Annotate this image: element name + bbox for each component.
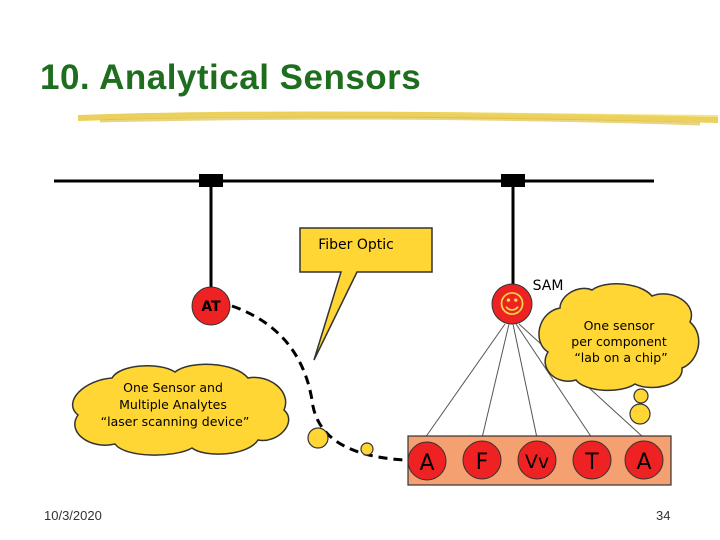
- at-label: AT: [201, 299, 221, 315]
- smiley-icon: ☺: [498, 290, 525, 320]
- slide-date: 10/3/2020: [44, 508, 102, 523]
- svg-text:One Sensor and Multiple: One Sensor and Multiple Analytes “laser …: [101, 380, 250, 429]
- chip-cell-f: F: [462, 440, 502, 480]
- left-cloud-line-1: One Sensor and: [123, 380, 223, 395]
- chip-strip: A F Vv T A: [407, 435, 672, 486]
- left-thought-cloud: One Sensor and Multiple Analytes “laser …: [71, 363, 290, 456]
- svg-text:A: A: [419, 451, 434, 476]
- svg-text:Vv: Vv: [525, 451, 549, 473]
- pipe-tap-right: [501, 174, 525, 187]
- at-sensor: AT: [191, 286, 231, 326]
- right-cloud-line-3: “lab on a chip”: [574, 350, 667, 365]
- sam-sensor: ☺ SAM: [491, 278, 564, 325]
- chip-cell-vv: Vv: [517, 440, 557, 480]
- right-cloud-line-2: per component: [571, 334, 667, 349]
- right-cloud-line-1: One sensor: [584, 318, 656, 333]
- chip-cell-a1: A: [407, 441, 447, 481]
- svg-text:F: F: [476, 450, 489, 475]
- chip-cell-a2: A: [624, 440, 664, 480]
- title-underline: [77, 111, 719, 126]
- sam-label: SAM: [533, 278, 564, 294]
- svg-text:T: T: [584, 450, 599, 475]
- right-cloud-bubble-1: [633, 388, 649, 404]
- fiber-optic-callout: Fiber Optic: [299, 227, 433, 361]
- right-thought-cloud: One sensor per component “lab on a chip”: [538, 283, 700, 392]
- pipe-tap-left: [199, 174, 223, 187]
- left-cloud-bubble-large: [307, 427, 329, 449]
- svg-text:One sensor per component: One sensor per component “lab on a chip”: [571, 318, 670, 365]
- right-cloud-bubble-2: [629, 403, 651, 425]
- slide-title: 10. Analytical Sensors: [40, 58, 422, 97]
- chip-cell-t: T: [572, 440, 612, 480]
- page-number: 34: [656, 508, 671, 523]
- fiber-optic-label: Fiber Optic: [318, 237, 394, 253]
- left-cloud-line-2: Multiple Analytes: [119, 397, 227, 412]
- left-cloud-line-3: “laser scanning device”: [101, 414, 250, 429]
- svg-text:A: A: [636, 450, 651, 475]
- left-cloud-bubble-small: [360, 442, 374, 456]
